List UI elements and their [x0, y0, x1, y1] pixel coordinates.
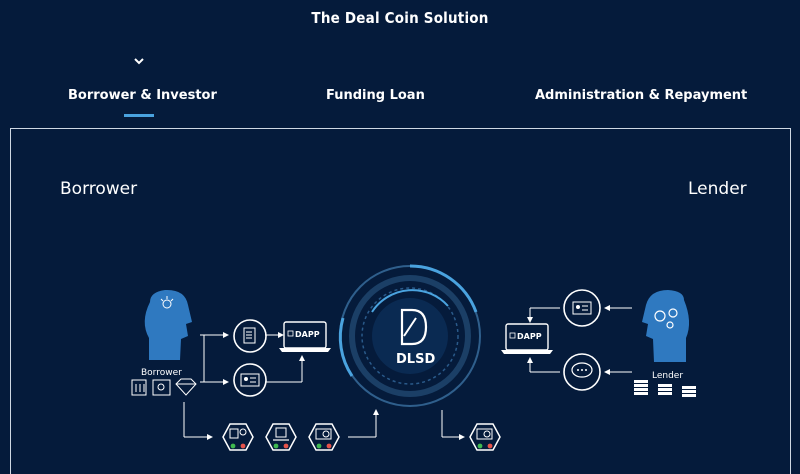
verify-id-hex-icon [308, 423, 340, 451]
tab-borrower-investor[interactable]: Borrower & Investor [68, 88, 217, 103]
id-card-icon [233, 363, 267, 397]
approve-hand-hex-icon [265, 423, 297, 451]
dapp-label-right: DAPP [517, 332, 542, 341]
dlsd-label: DLSD [396, 352, 435, 367]
document-icon [233, 319, 267, 353]
chat-icon [563, 353, 601, 391]
tab-administration-repayment[interactable]: Administration & Repayment [535, 88, 748, 103]
dlsd-core-icon [338, 264, 481, 407]
dapp-laptop-left-icon [279, 321, 331, 352]
tab-bar: Borrower & Investor Funding Loan Adminis… [0, 88, 800, 120]
dapp-laptop-right-icon [501, 323, 553, 354]
lender-head-icon [642, 290, 690, 362]
tab-funding-loan[interactable]: Funding Loan [326, 88, 425, 103]
borrower-head-icon [144, 289, 192, 360]
dapp-label-left: DAPP [295, 330, 320, 339]
chevron-down-icon[interactable] [132, 54, 146, 68]
lender-heading: Lender [688, 179, 747, 199]
diagram-lender-label: Lender [652, 371, 683, 381]
lender-verify-id-hex-icon [469, 423, 501, 451]
content-panel [10, 128, 791, 474]
safe-icon [152, 379, 171, 396]
review-search-hex-icon [222, 423, 254, 451]
diagram-borrower-label: Borrower [141, 368, 182, 378]
lender-id-card-icon [563, 289, 601, 327]
active-tab-indicator [124, 114, 154, 117]
coin-stacks-icon [634, 380, 696, 397]
building-icon [131, 379, 147, 396]
diamond-icon [175, 378, 197, 396]
page-title: The Deal Coin Solution [311, 9, 489, 27]
borrower-heading: Borrower [60, 179, 138, 199]
